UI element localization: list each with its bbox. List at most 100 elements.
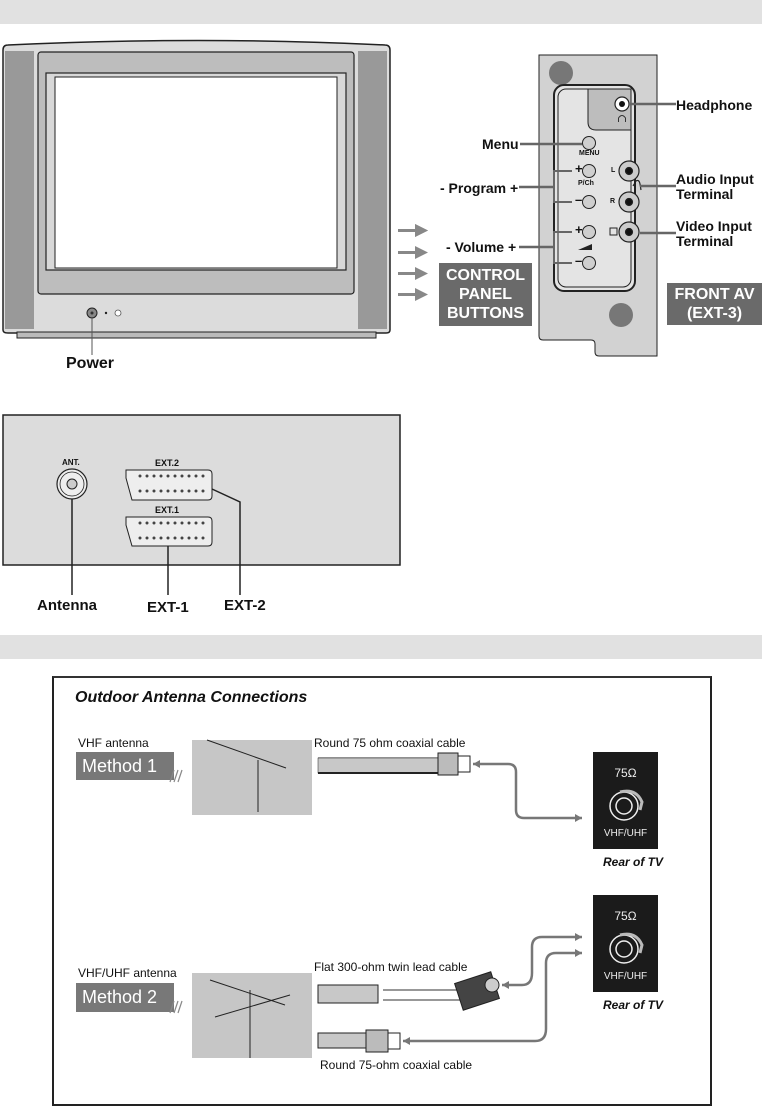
scart-ext2 <box>125 469 213 501</box>
method1-badge: Method 1 <box>76 752 174 780</box>
audio-input-line-2: Terminal <box>676 186 734 202</box>
tv-speaker-left <box>5 51 34 329</box>
scart-pin <box>166 536 170 540</box>
scart-pin <box>138 521 142 525</box>
scart-pin <box>187 536 191 540</box>
scart-pin <box>173 489 177 493</box>
video-input-icon <box>609 227 618 236</box>
connection-arrow-1 <box>473 762 582 820</box>
scart-pin <box>145 521 149 525</box>
control-panel-line-1: CONTROL <box>445 267 526 284</box>
scart-pin <box>173 536 177 540</box>
front-callout-lines <box>519 102 676 249</box>
ext2-mark: EXT.2 <box>155 458 180 468</box>
program-minus-mark: – <box>575 192 583 207</box>
scart-pin <box>138 536 142 540</box>
audio-note-icon <box>632 179 642 191</box>
scart-pin <box>173 521 177 525</box>
scart-pin <box>194 521 198 525</box>
method1-socket-band: VHF/UHF <box>603 828 648 839</box>
pch-mark: P/Ch <box>578 180 594 187</box>
tv-base <box>16 331 377 339</box>
menu-label: Menu <box>482 136 519 152</box>
connection-arrow-2a <box>502 935 582 987</box>
power-label: Power <box>66 355 115 372</box>
method2-socket-band: VHF/UHF <box>603 971 648 982</box>
scart-pin <box>201 474 205 478</box>
antenna-socket <box>56 468 88 500</box>
method2-coax-socket-icon <box>609 932 644 964</box>
front-av-line-1: FRONT AV <box>674 286 755 303</box>
ext1-label: EXT-1 <box>147 599 189 616</box>
scart-pin <box>159 474 163 478</box>
method1-rear-label: Rear of TV <box>603 855 664 869</box>
method2-antenna-label: VHF/UHF antenna <box>78 966 177 980</box>
method2-badge: Method 2 <box>76 983 174 1012</box>
twin-lead-cable <box>317 984 379 1004</box>
volume-minus-mark: – <box>575 253 583 268</box>
standby-led <box>104 311 108 315</box>
front-av-line-2: (EXT-3) <box>686 305 743 322</box>
scart-ext1 <box>125 516 213 547</box>
scart-pin <box>145 489 149 493</box>
right-channel-mark: R <box>610 198 616 205</box>
scart-pin <box>152 474 156 478</box>
scart-pin <box>180 489 184 493</box>
scart-pin <box>138 489 142 493</box>
method2-coax-cable-label: Round 75-ohm coaxial cable <box>320 1058 473 1072</box>
scart-pin <box>166 521 170 525</box>
audio-input-label: Audio Input Terminal <box>676 172 754 202</box>
antenna-connections-title: Outdoor Antenna Connections <box>75 689 308 706</box>
tv-speaker-right <box>358 51 387 329</box>
connection-arrow-2b <box>403 951 582 1043</box>
method1-socket-ohm: 75Ω <box>614 766 637 780</box>
scart-pin <box>152 536 156 540</box>
section-header-band-middle <box>0 635 762 659</box>
method1-coax-socket-icon <box>609 789 644 821</box>
ext2-label: EXT-2 <box>224 597 266 614</box>
volume-ramp-icon <box>578 244 592 250</box>
yagi-antenna-1 <box>206 739 287 812</box>
ext1-mark: EXT.1 <box>155 505 180 515</box>
method2-socket-ohm: 75Ω <box>614 909 637 923</box>
rear-panel-illustration <box>2 414 401 595</box>
antenna-label: Antenna <box>37 597 97 614</box>
method1-tv-socket-panel: 75Ω VHF/UHF <box>593 752 658 849</box>
menu-mark: MENU <box>579 150 600 157</box>
scart-pin <box>159 536 163 540</box>
scart-pin <box>145 536 149 540</box>
scart-pin <box>187 474 191 478</box>
ir-sensor <box>114 309 122 317</box>
program-label: - Program + <box>440 180 519 196</box>
yagi-antenna-2 <box>209 979 291 1058</box>
coax-cable-1 <box>317 757 441 774</box>
front-av-panel <box>538 54 658 357</box>
scart-pin <box>187 489 191 493</box>
control-panel-line-2: PANEL <box>458 286 513 303</box>
scart-pin <box>194 489 198 493</box>
scart-pin <box>180 474 184 478</box>
tv-screen <box>54 76 338 269</box>
coax-plug-2 <box>365 1029 389 1053</box>
scart-pin <box>187 521 191 525</box>
front-av-box: FRONT AV (EXT-3) <box>667 283 762 325</box>
scart-pin <box>159 489 163 493</box>
control-panel-buttons-box: CONTROL PANEL BUTTONS <box>439 263 532 326</box>
program-plus-mark: + <box>575 161 583 176</box>
video-input-line-2: Terminal <box>676 233 734 249</box>
scart-pin <box>159 521 163 525</box>
video-input-label: Video Input Terminal <box>676 219 752 249</box>
rca-jacks <box>618 160 640 243</box>
method1-cable-label: Round 75 ohm coaxial cable <box>314 736 466 750</box>
volume-plus-mark: + <box>575 222 583 237</box>
method2-twin-cable-label: Flat 300-ohm twin lead cable <box>314 960 468 974</box>
scart-pin <box>152 521 156 525</box>
video-input-line-1: Video Input <box>676 218 752 234</box>
control-panel-line-3: BUTTONS <box>446 305 525 322</box>
tv-front-illustration <box>2 39 428 355</box>
scart-pin <box>166 489 170 493</box>
method2-tv-socket-panel: 75Ω VHF/UHF <box>593 895 658 992</box>
ant-mark: ANT. <box>62 458 80 467</box>
antenna-photo-1 <box>192 740 312 815</box>
scart-pin <box>194 536 198 540</box>
